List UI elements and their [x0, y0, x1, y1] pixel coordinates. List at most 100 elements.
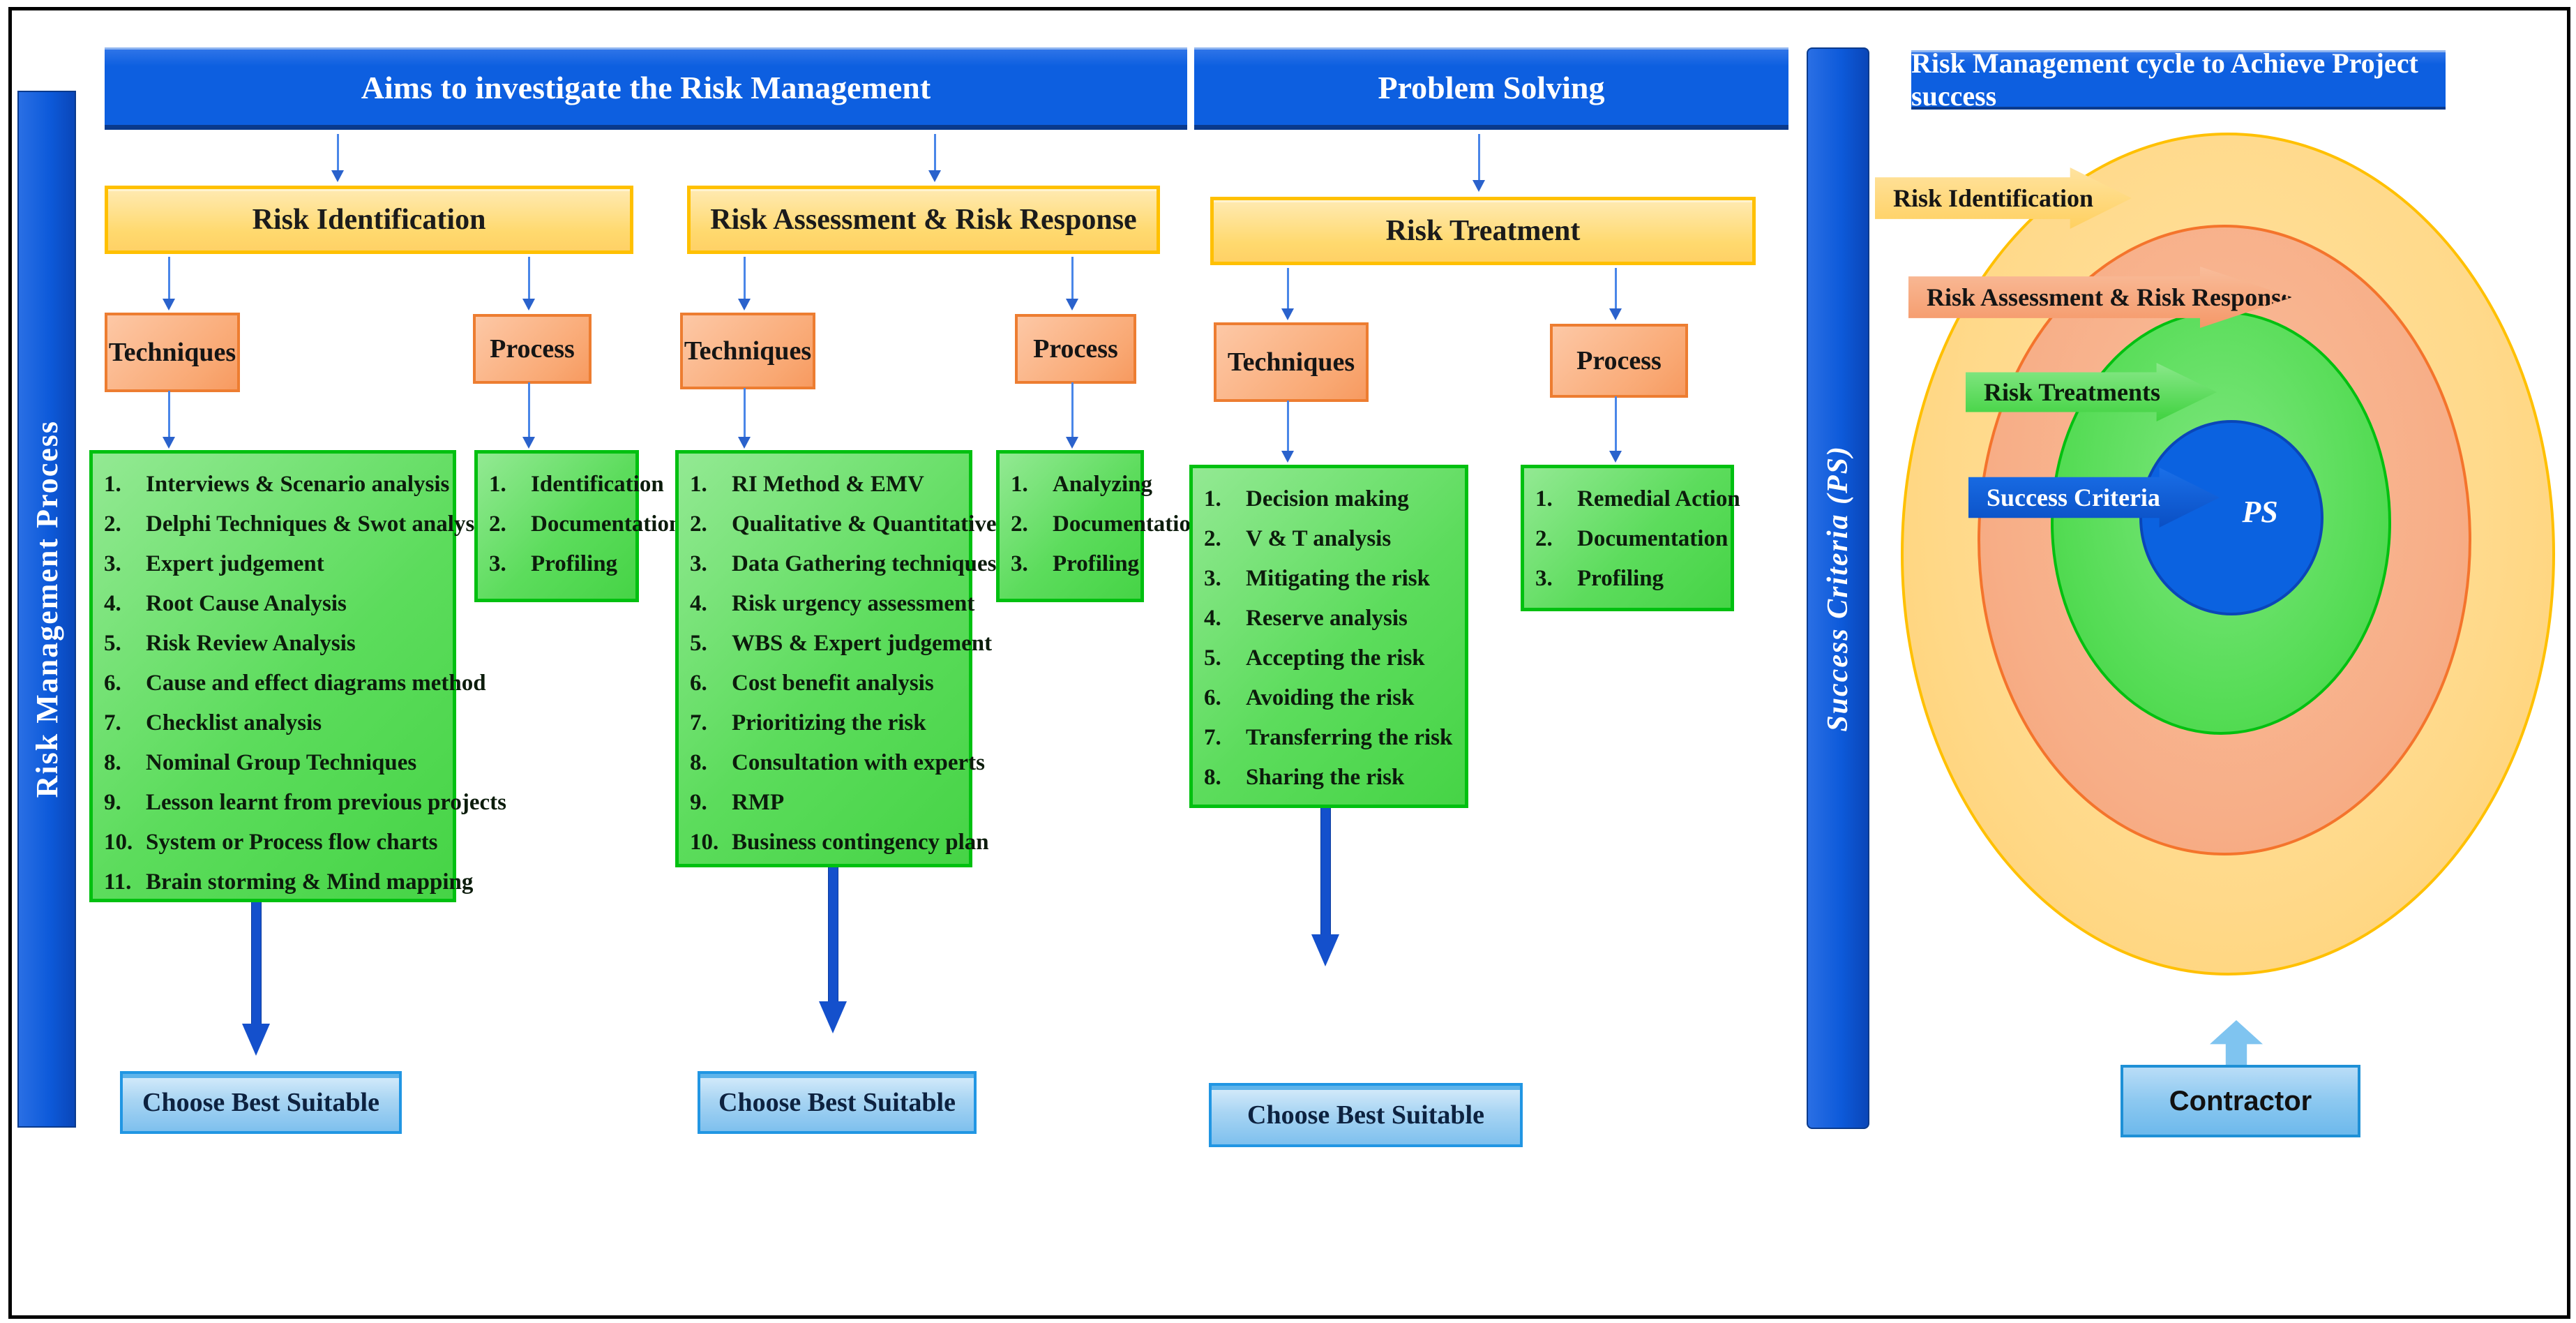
contractor-label: Contractor	[2169, 1085, 2312, 1116]
list-item: 7.Transferring the risk	[1204, 725, 1453, 750]
list-item: 3.Mitigating the risk	[1204, 566, 1430, 591]
list-item: 1.Remedial Action	[1535, 486, 1740, 511]
list-item: 1.Interviews & Scenario analysis	[104, 472, 450, 497]
list-item: 3.Profiling	[1535, 566, 1664, 591]
list-item: 1.Analyzing	[1011, 472, 1153, 497]
band-risk-identification: Risk Identification	[105, 186, 633, 254]
list-item: 5.Accepting the risk	[1204, 645, 1425, 671]
process-box-3: Process	[1550, 324, 1688, 398]
list-item: 8.Sharing the risk	[1204, 765, 1405, 790]
list-item: 2.Documentation	[1535, 526, 1728, 551]
contractor-box: Contractor	[2121, 1065, 2360, 1137]
list-item: 6.Cause and effect diagrams method	[104, 671, 486, 696]
project-success-label: PS	[2242, 495, 2278, 529]
arrow-band3-to-process	[1609, 268, 1622, 320]
success-criteria-label: Success Criteria (PS)	[1822, 444, 1854, 732]
list-item: 6.Avoiding the risk	[1204, 685, 1415, 710]
list-risk-treatment-techniques: 1.Decision making 2.V & T analysis 3.Mitig…	[1189, 465, 1468, 808]
list-item: 8.Consultation with experts	[690, 750, 986, 775]
band-risk-assessment-label: Risk Assessment & Risk Response	[710, 204, 1137, 236]
list-risk-treatment-process: 1.Remedial Action 2.Documentation 3.Profil…	[1521, 465, 1740, 611]
cycle-title-label: Risk Management cycle to Achieve Project…	[1911, 47, 2418, 112]
band-risk-assessment: Risk Assessment & Risk Response	[687, 186, 1160, 254]
choose-best-suitable-3: Choose Best Suitable	[1209, 1083, 1523, 1147]
header-aims-label: Aims to investigate the Risk Management	[361, 69, 931, 105]
list-item: 1.RI Method & EMV	[690, 472, 924, 497]
arrow-process1-to-list	[522, 382, 535, 449]
arrow-band2-to-techniques	[738, 257, 751, 311]
list-item: 9.Lesson learnt from previous projects	[104, 790, 506, 815]
arrow-band3-to-techniques	[1281, 268, 1294, 320]
cycle-arrow-risk-treatments-label: Risk Treatments	[1984, 378, 2161, 406]
list-item: 2.Delphi Techniques & Swot analysis	[104, 511, 490, 537]
arrow-header2-to-risk-treatment	[1472, 134, 1485, 192]
risk-management-process-bar: Risk Management Process	[17, 91, 76, 1128]
process-box-3-label: Process	[1576, 346, 1662, 375]
arrow-techniques3-to-list	[1281, 401, 1294, 463]
thick-arrow-list2-to-choose	[819, 867, 847, 1033]
process-box-2-label: Process	[1033, 334, 1118, 364]
list-item: 7.Checklist analysis	[104, 710, 322, 735]
cycle-arrow-risk-identification: Risk Identification	[1875, 167, 2132, 229]
risk-management-process-label: Risk Management Process	[29, 420, 64, 798]
arrow-header1-to-risk-assessment	[928, 134, 941, 182]
list-item: 3.Profiling	[1011, 551, 1140, 576]
header-aims-to-investigate: Aims to investigate the Risk Management	[105, 47, 1187, 130]
arrow-process2-to-list	[1066, 382, 1078, 449]
techniques-box-2: Techniques	[680, 313, 815, 389]
choose-best-suitable-1: Choose Best Suitable	[120, 1071, 402, 1134]
list-item: 7.Prioritizing the risk	[690, 710, 926, 735]
list-item: 1.Decision making	[1204, 486, 1409, 511]
arrow-techniques1-to-list	[163, 391, 175, 449]
list-item: 1.Identification	[489, 472, 664, 497]
cycle-arrow-risk-assessment: Risk Assessment & Risk Response	[1908, 267, 2292, 328]
process-box-1: Process	[473, 314, 592, 384]
choose-best-suitable-2-label: Choose Best Suitable	[718, 1088, 956, 1117]
arrow-band1-to-techniques	[163, 257, 175, 311]
success-criteria-bar: Success Criteria (PS)	[1807, 47, 1869, 1129]
process-box-2: Process	[1015, 314, 1136, 384]
list-item: 2.V & T analysis	[1204, 526, 1392, 551]
list-item: 3.Profiling	[489, 551, 618, 576]
cycle-title: Risk Management cycle to Achieve Project…	[1911, 47, 2446, 112]
techniques-box-2-label: Techniques	[684, 336, 812, 366]
list-item: 4.Reserve analysis	[1204, 606, 1408, 631]
list-item: 9.RMP	[690, 790, 785, 815]
header-problem-solving-label: Problem Solving	[1378, 69, 1605, 105]
arrow-band2-to-process	[1066, 257, 1078, 311]
list-item: 10.System or Process flow charts	[104, 830, 438, 855]
list-risk-identification-techniques: 1.Interviews & Scenario analysis 2.Delphi…	[89, 450, 506, 902]
cycle-arrow-success-criteria-label: Success Criteria	[1987, 484, 2160, 511]
cycle-arrow-risk-assessment-label: Risk Assessment & Risk Response	[1927, 283, 2293, 311]
header-problem-solving: Problem Solving	[1194, 47, 1788, 130]
arrow-band1-to-process	[522, 257, 535, 311]
list-item: 5.Risk Review Analysis	[104, 631, 356, 656]
thick-arrow-list3-to-choose	[1311, 808, 1339, 966]
techniques-box-1: Techniques	[105, 313, 240, 392]
cycle-arrow-success-criteria: Success Criteria	[1968, 468, 2220, 528]
list-risk-assessment-techniques: 1.RI Method & EMV 2.Qualitative & Quantit…	[675, 450, 997, 867]
techniques-box-3: Techniques	[1214, 322, 1369, 402]
choose-best-suitable-2: Choose Best Suitable	[698, 1071, 977, 1134]
choose-best-suitable-1-label: Choose Best Suitable	[142, 1088, 379, 1117]
list-item: 6.Cost benefit analysis	[690, 671, 934, 696]
list-item: 8.Nominal Group Techniques	[104, 750, 417, 775]
list-item: 5.WBS & Expert judgement	[690, 631, 993, 656]
list-item: 2.Qualitative & Quantitative	[690, 511, 997, 537]
techniques-box-1-label: Techniques	[108, 338, 236, 367]
cycle-arrow-risk-identification-label: Risk Identification	[1893, 184, 2094, 212]
choose-best-suitable-3-label: Choose Best Suitable	[1247, 1100, 1484, 1130]
techniques-box-3-label: Techniques	[1227, 347, 1355, 377]
list-item: 2.Documentation	[1011, 511, 1204, 537]
arrow-header1-to-risk-identification	[331, 134, 344, 182]
band-risk-treatment: Risk Treatment	[1210, 197, 1756, 265]
page-border	[8, 7, 2570, 1319]
thick-arrow-list1-to-choose	[242, 902, 270, 1056]
arrow-process3-to-list	[1609, 396, 1622, 463]
list-item: 10.Business contingency plan	[690, 830, 989, 855]
cycle-arrow-risk-treatments: Risk Treatments	[1966, 363, 2217, 421]
list-item: 3.Expert judgement	[104, 551, 324, 576]
list-item: 11.Brain storming & Mind mapping	[104, 869, 474, 895]
